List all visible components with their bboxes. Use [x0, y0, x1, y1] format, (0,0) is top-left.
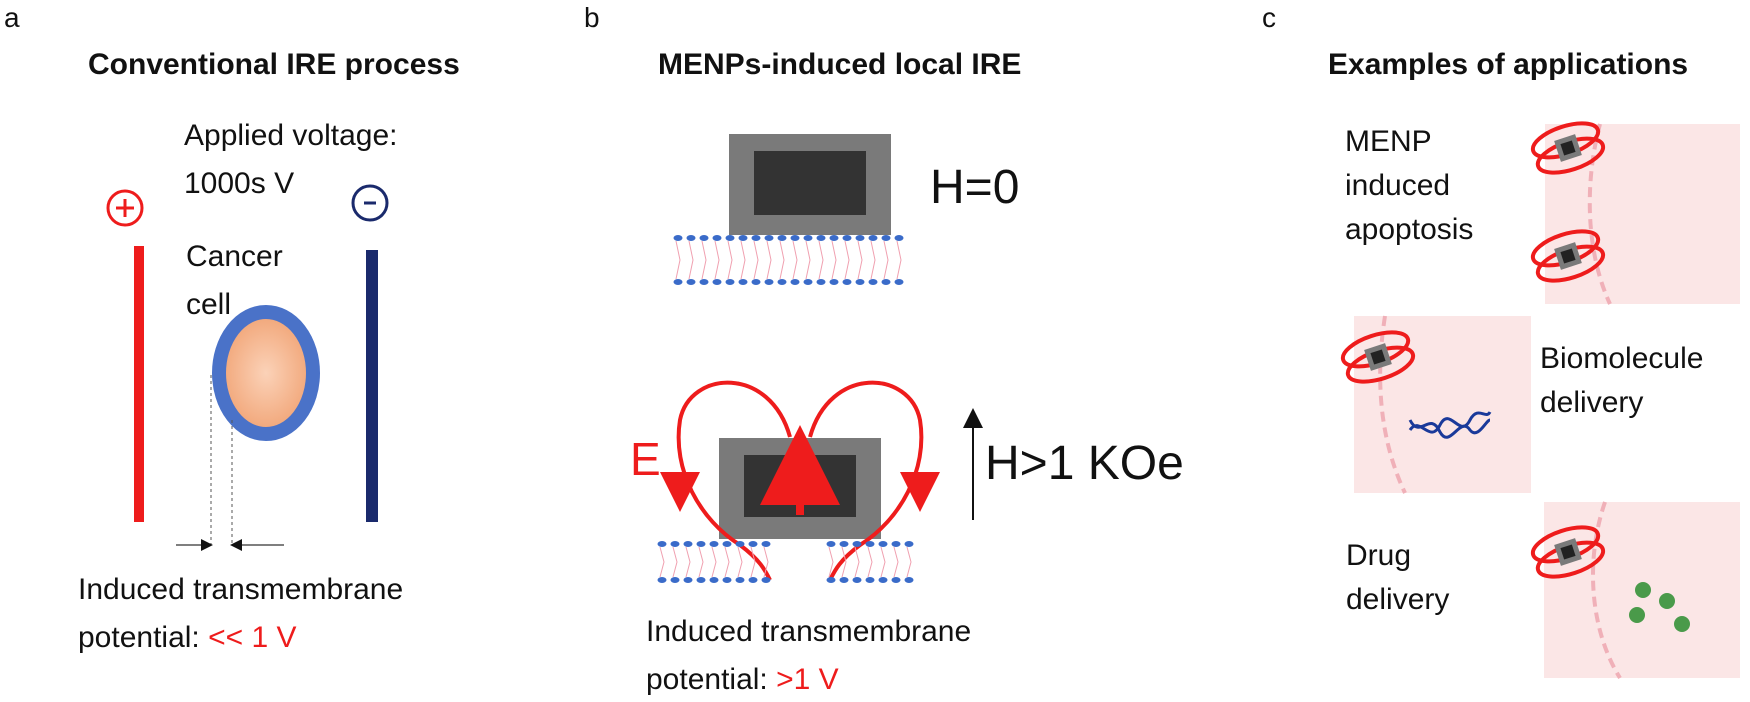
app3-line1: Drug [1346, 539, 1412, 572]
negative-electrode [366, 250, 378, 522]
app2-line1: Biomolecule [1540, 342, 1704, 375]
induced-potential-label: Induced transmembrane [78, 573, 404, 606]
app2-line2: delivery [1540, 386, 1644, 419]
field-high-label: H>1 KOe [985, 437, 1184, 490]
plus-circle-icon [106, 189, 144, 227]
panel-b-graphics [657, 134, 983, 583]
induced-potential-value: << 1 V [208, 621, 297, 654]
cancer-cell-label: Cancer [186, 240, 283, 273]
app3-line2: delivery [1346, 583, 1450, 616]
app1-line1: MENP [1345, 125, 1432, 158]
induced-potential-line2-b: potential: >1 V [646, 660, 839, 700]
e-field-label: E [630, 433, 661, 485]
drug-particle [1635, 582, 1651, 598]
panel-c-letter: c [1262, 2, 1276, 33]
cancer-cell [212, 305, 320, 441]
drug-particle [1659, 593, 1675, 609]
cancer-cell-label-2: cell [186, 288, 232, 321]
field-zero-label: H=0 [930, 161, 1020, 214]
dna-icon [1408, 411, 1492, 439]
e-field-loop-left [676, 380, 792, 581]
induced-potential-prefix: potential: [78, 621, 209, 654]
induced-potential-value-b: >1 V [776, 663, 839, 696]
panel-a-letter: a [4, 2, 20, 33]
panel-c-title: Examples of applications [1328, 48, 1689, 81]
e-field-loop-right [808, 380, 924, 581]
induced-potential-line2: potential: << 1 V [78, 618, 297, 658]
panel-c-graphics [1336, 114, 1740, 680]
drug-particle [1674, 616, 1690, 632]
panel-a-graphics [106, 184, 389, 551]
app1-line3: apoptosis [1345, 213, 1474, 246]
induced-potential-label-b: Induced transmembrane [646, 615, 972, 648]
drug-particle [1629, 607, 1645, 623]
panel-a-title: Conventional IRE process [88, 48, 460, 81]
minus-circle-icon [351, 184, 389, 222]
positive-electrode [134, 246, 144, 522]
applied-voltage-label: Applied voltage: [184, 119, 398, 152]
app1-line2: induced [1345, 169, 1451, 202]
panel-b-letter: b [584, 2, 600, 33]
membrane-bottom [657, 541, 914, 583]
membrane-top [673, 235, 904, 285]
applied-voltage-value: 1000s V [184, 167, 295, 200]
panel-b-title: MENPs-induced local IRE [658, 48, 1022, 81]
induced-potential-prefix-b: potential: [646, 663, 777, 696]
